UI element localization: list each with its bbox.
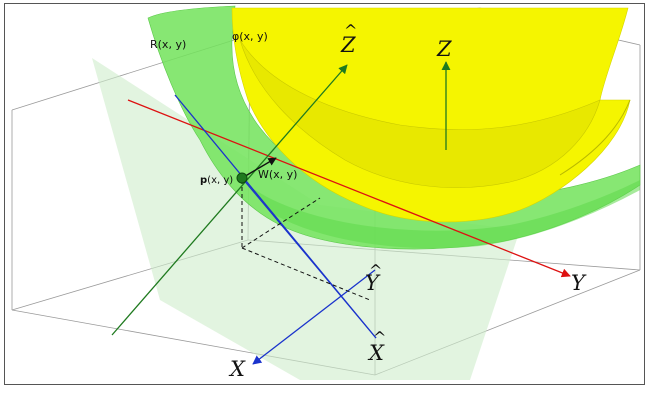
normal-line	[111, 64, 348, 336]
phi-surface-edge	[559, 99, 631, 176]
blue-segment	[241, 177, 377, 339]
z-hat-label: Z	[340, 33, 356, 57]
x-hat-caret: ^	[373, 328, 386, 347]
projection-dashes	[241, 180, 371, 301]
y-axis-line	[127, 99, 571, 278]
point-p	[236, 172, 248, 184]
x-hat-label: X	[367, 341, 385, 365]
x-axis-line	[252, 269, 376, 365]
r-surface-overlap	[248, 180, 640, 249]
w-vector	[241, 157, 277, 179]
x-axis-label: X	[228, 357, 246, 381]
z-hat-caret: ^	[344, 21, 357, 40]
phi-surface-inner	[239, 39, 601, 188]
point-p-bold: p	[200, 175, 207, 186]
r-surface-label: R(x, y)	[150, 38, 186, 51]
y-hat-label: Y	[365, 271, 381, 295]
z-axis-label: Z	[436, 37, 452, 61]
point-p-args: (x, y)	[207, 175, 233, 186]
w-vector-label: W(x, y)	[258, 168, 297, 181]
y-axis-label: Y	[571, 271, 587, 295]
phi-surface-label: φ(x, y)	[232, 30, 268, 43]
y-hat-caret: ^	[369, 261, 382, 280]
point-p-label: p(x, y)	[200, 175, 233, 186]
